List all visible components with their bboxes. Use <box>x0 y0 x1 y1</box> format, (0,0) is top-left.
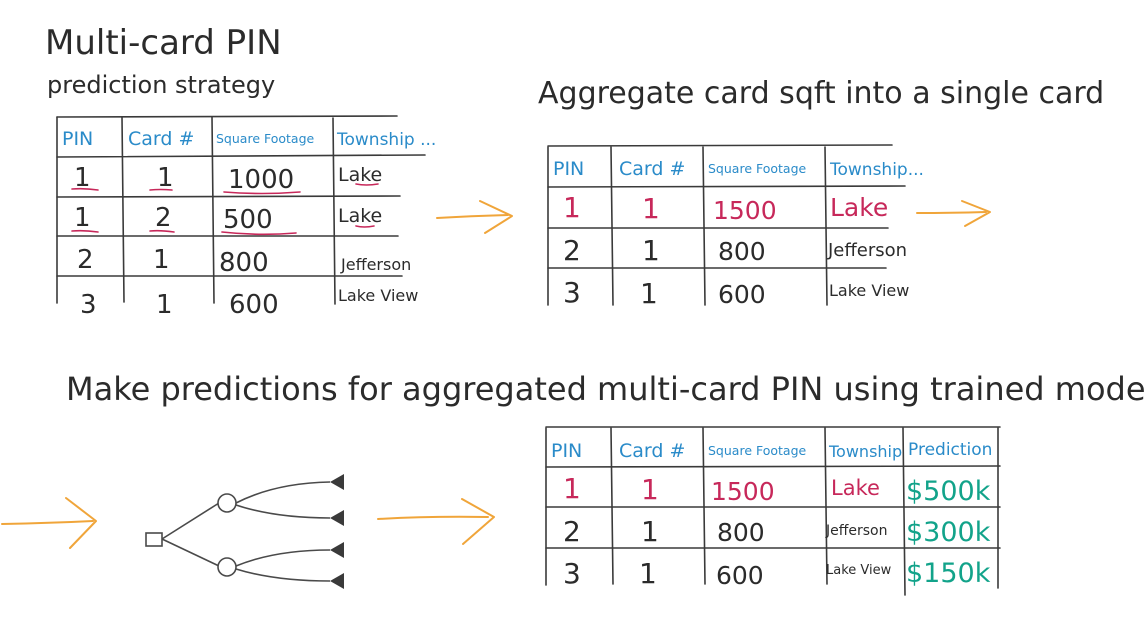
decision-tree-icon <box>145 474 344 589</box>
table3-r3-sqft: 600 <box>716 561 764 590</box>
table3-r2-pin: 2 <box>563 515 581 548</box>
underline-mark <box>71 229 99 233</box>
table1-r1-township: Lake <box>338 164 382 186</box>
table2-r3-township: Lake View <box>829 281 909 300</box>
table2-line <box>702 146 706 306</box>
table2-header-pin: PIN <box>553 158 584 180</box>
arrow-right-icon <box>916 200 991 227</box>
table3-line <box>902 427 906 596</box>
table1-line <box>56 115 398 118</box>
title-multi-card-pin: Multi-card PIN <box>45 23 282 63</box>
table1-header-card: Card # <box>128 128 194 150</box>
table1-line <box>211 116 215 304</box>
table1-r1-sqft: 1000 <box>228 165 294 195</box>
table-predictions: PIN Card # Square Footage Township Predi… <box>545 426 1001 596</box>
table2-line <box>824 146 828 306</box>
table2-header-sqft: Square Footage <box>708 161 807 176</box>
table1-r4-township: Lake View <box>338 286 418 305</box>
table1-r2-card: 2 <box>155 203 172 233</box>
table1-r3-pin: 2 <box>77 245 94 275</box>
table1-r2-township: Lake <box>338 205 382 227</box>
table3-r3-prediction: $150k <box>906 558 991 589</box>
table1-line <box>56 154 426 158</box>
table1-r1-pin: 1 <box>74 163 91 193</box>
table1-header-sqft: Square Footage <box>216 131 315 146</box>
table1-header-township: Township ... <box>336 130 436 150</box>
table3-line <box>702 427 706 585</box>
table3-line <box>545 465 1001 468</box>
underline-mark <box>223 191 301 195</box>
table1-r2-pin: 1 <box>74 203 91 233</box>
table2-r3-pin: 3 <box>563 276 581 309</box>
table2-r3-card: 1 <box>640 277 658 310</box>
table3-r3-pin: 3 <box>563 557 581 590</box>
table3-r2-sqft: 800 <box>717 518 765 547</box>
table3-header-township: Township <box>828 442 902 461</box>
table2-header-card: Card # <box>619 158 685 180</box>
table1-r4-sqft: 600 <box>229 290 279 320</box>
table-aggregated: PIN Card # Square Footage Township... 1 … <box>547 144 924 310</box>
table3-r1-sqft: 1500 <box>711 477 775 506</box>
underline-mark <box>149 229 175 233</box>
table3-r2-township: Jefferson <box>825 523 888 539</box>
table2-header-township: Township... <box>829 160 924 180</box>
table2-r1-pin: 1 <box>563 191 581 224</box>
table3-header-sqft: Square Footage <box>708 443 807 458</box>
table2-r1-card: 1 <box>642 192 660 225</box>
table1-r4-pin: 3 <box>80 290 97 320</box>
table3-r2-card: 1 <box>641 515 659 548</box>
table2-r1-township: Lake <box>830 193 888 222</box>
table3-r1-pin: 1 <box>563 472 581 505</box>
table2-r3-sqft: 600 <box>718 280 766 309</box>
underline-mark <box>221 231 297 236</box>
table3-line <box>610 427 614 585</box>
arrow-right-icon <box>1 497 97 549</box>
table3-header-card: Card # <box>619 440 685 462</box>
arrow-right-icon <box>436 200 513 234</box>
table1-r2-sqft: 500 <box>223 205 273 235</box>
table2-r1-sqft: 1500 <box>713 196 777 225</box>
table1-r3-card: 1 <box>153 245 170 275</box>
table2-line <box>547 144 893 147</box>
table2-line <box>547 185 906 188</box>
underline-mark <box>355 183 379 186</box>
table1-r1-card: 1 <box>157 163 174 193</box>
table2-line <box>610 146 614 306</box>
table3-header-pin: PIN <box>551 440 582 462</box>
table1-header-pin: PIN <box>62 128 93 150</box>
table1-r3-sqft: 800 <box>219 248 269 278</box>
table3-r1-township: Lake <box>831 476 880 500</box>
table3-r3-card: 1 <box>639 557 657 590</box>
table3-r2-prediction: $300k <box>906 517 991 548</box>
subtitle-prediction-strategy: prediction strategy <box>47 71 275 99</box>
table2-r2-sqft: 800 <box>718 237 766 266</box>
table2-r2-pin: 2 <box>563 234 581 267</box>
table2-r2-township: Jefferson <box>827 240 907 261</box>
table-original: PIN Card # Square Footage Township ... 1… <box>56 115 436 320</box>
table3-r3-township: Lake View <box>826 563 892 578</box>
table3-r1-card: 1 <box>641 473 659 506</box>
title-aggregate: Aggregate card sqft into a single card <box>538 76 1104 111</box>
table1-line <box>332 117 336 305</box>
underline-mark <box>355 225 375 228</box>
underline-mark <box>71 187 99 191</box>
table1-r3-township: Jefferson <box>340 255 411 274</box>
table3-header-prediction: Prediction <box>908 440 992 460</box>
table1-line <box>56 195 401 198</box>
underline-mark <box>149 188 173 191</box>
table2-r2-card: 1 <box>642 234 660 267</box>
table3-line <box>824 427 828 585</box>
table1-line <box>121 116 125 303</box>
table3-r1-prediction: $500k <box>906 476 991 507</box>
arrow-right-icon <box>377 498 495 545</box>
title-make-predictions: Make predictions for aggregated multi-ca… <box>66 370 1145 408</box>
table1-r4-card: 1 <box>156 290 173 320</box>
